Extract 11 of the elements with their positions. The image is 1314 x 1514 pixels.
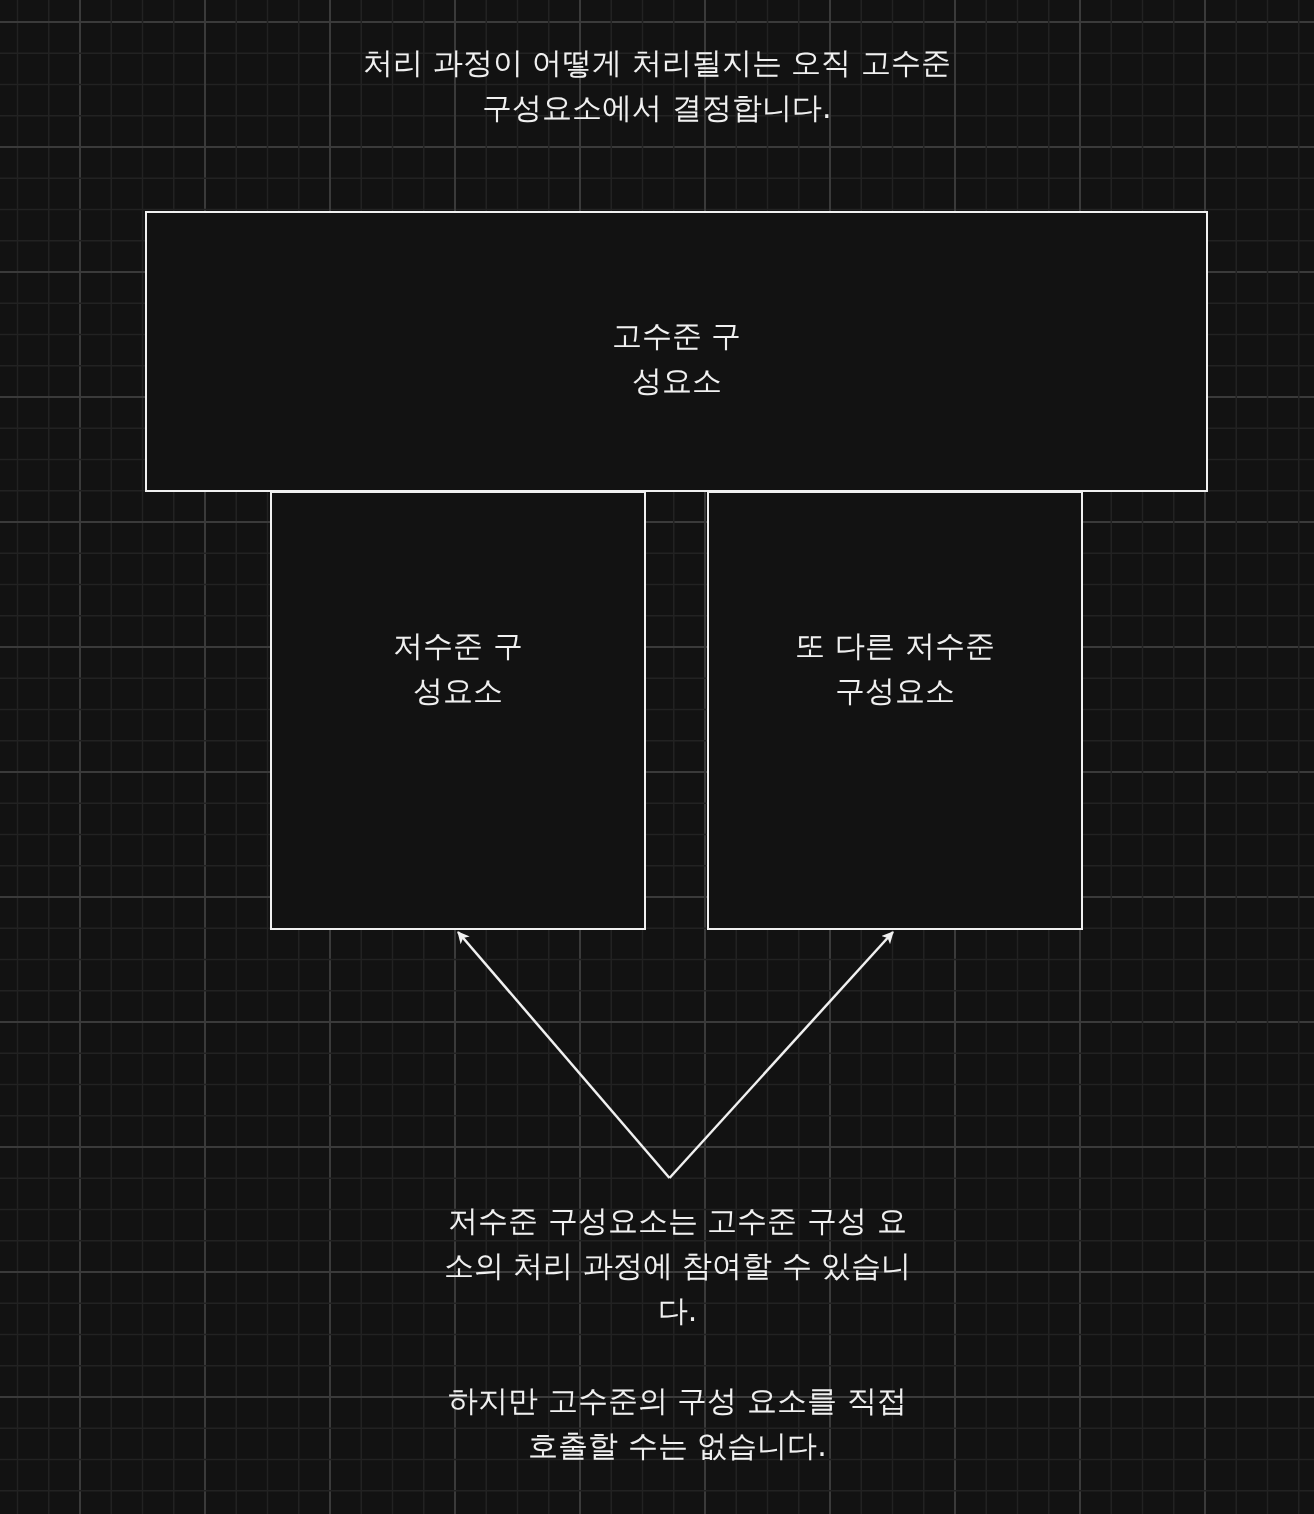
component-box	[145, 211, 1208, 492]
note-text: 저수준 구성요소는 고수준 구성 요소의 처리 과정에 참여할 수 있습니다.	[442, 1202, 913, 1330]
component-box	[270, 491, 646, 930]
box-label: 고수준 구성요소	[610, 317, 743, 400]
component-box	[707, 491, 1083, 930]
box-label: 또 다른 저수준 구성요소	[794, 627, 996, 710]
arrow	[668, 931, 894, 1179]
note-text: 하지만 고수준의 구성 요소를 직접 호출할 수는 없습니다.	[447, 1382, 908, 1465]
title: 처리 과정이 어떻게 처리될지는 오직 고수준 구성요소에서 결정합니다.	[362, 44, 952, 127]
box-label: 저수준 구성요소	[392, 627, 524, 710]
arrow	[457, 931, 671, 1179]
